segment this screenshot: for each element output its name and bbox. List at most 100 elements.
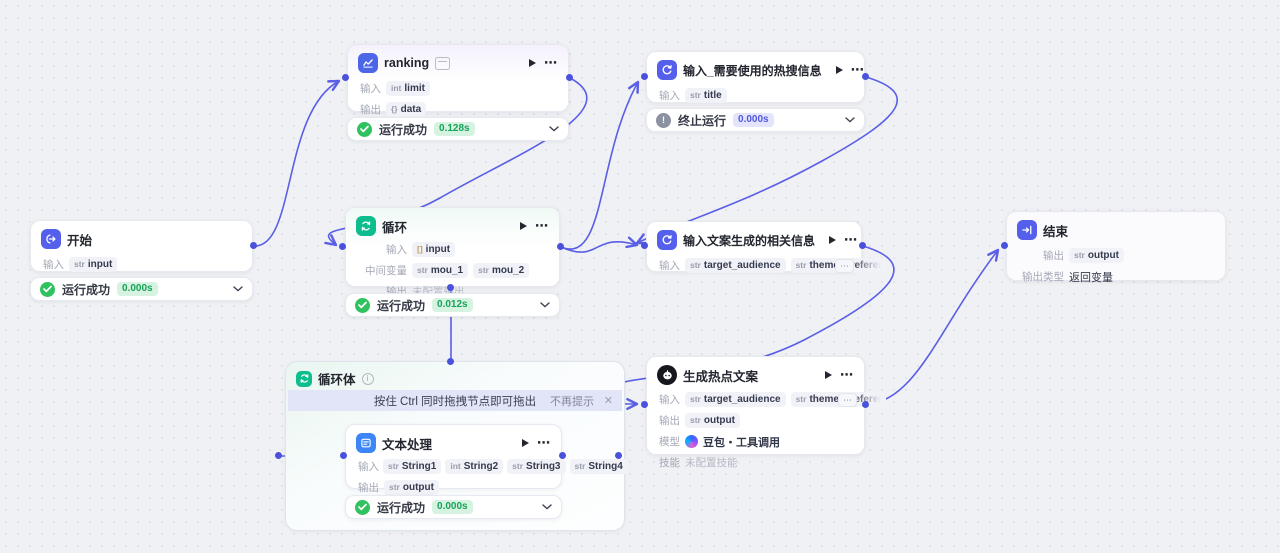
start-status-bar[interactable]: 运行成功 0.000s [30, 277, 253, 301]
port-loopbody-in[interactable] [275, 452, 282, 459]
port-start-out[interactable] [250, 242, 257, 249]
edge-loop-info[interactable] [560, 236, 639, 253]
chevron-down-icon[interactable] [542, 504, 552, 510]
param-name: output [1087, 250, 1119, 261]
port-llm-out[interactable] [862, 401, 869, 408]
port-textproc-out[interactable] [559, 452, 566, 459]
run-node-button[interactable] [827, 234, 838, 246]
param-name: String2 [463, 461, 499, 472]
input-node-icon [657, 60, 677, 80]
run-node-button[interactable] [518, 220, 529, 232]
param-type: [] [417, 244, 423, 254]
port-textproc-in[interactable] [340, 452, 347, 459]
node-menu-button[interactable]: ⋯ [537, 435, 551, 450]
hotsearch-status-bar[interactable]: ! 终止运行 0.000s [646, 108, 865, 132]
edge-start-ranking[interactable] [253, 79, 341, 247]
node-menu-button[interactable]: ⋯ [544, 55, 558, 70]
port-loopbody-top[interactable] [447, 358, 454, 365]
banner-text: 按住 Ctrl 同时拖拽节点即可拖出 [373, 395, 537, 408]
input-node-icon [657, 230, 677, 250]
loop-status-bar[interactable]: 运行成功 0.012s [345, 293, 560, 317]
chevron-down-icon[interactable] [549, 126, 559, 132]
param-type: str [795, 394, 807, 404]
run-node-button[interactable] [527, 57, 538, 69]
chevron-down-icon[interactable] [845, 117, 855, 123]
edge-ranking-loop[interactable] [324, 77, 588, 247]
param-type: str [690, 260, 701, 270]
port-info-out[interactable] [859, 242, 866, 249]
textproc-status-bar[interactable]: 运行成功 0.000s [345, 495, 562, 519]
node-title: 生成热点文案 [683, 369, 759, 384]
param-name: title [703, 90, 722, 101]
param-type: str [1074, 250, 1085, 260]
row-label: 输出类型 [1022, 271, 1064, 283]
port-hotsearch-in[interactable] [641, 73, 648, 80]
param-type: str [512, 461, 524, 471]
param-type: str [574, 461, 586, 471]
ranking-status-bar[interactable]: 运行成功 0.128s [347, 117, 569, 141]
banner-close-icon[interactable]: ✕ [603, 395, 613, 407]
param-name: String3 [526, 461, 561, 472]
chevron-down-icon[interactable] [233, 286, 243, 292]
model-provider-icon [685, 435, 698, 448]
port-ranking-in[interactable] [342, 74, 349, 81]
port-llm-in[interactable] [641, 401, 648, 408]
terminate-icon: ! [656, 112, 671, 128]
banner-dismiss-button[interactable]: 不再提示 [550, 395, 594, 408]
port-loop-out[interactable] [557, 243, 564, 250]
node-menu-button[interactable]: ⋯ [840, 367, 854, 382]
row-label: 输入 [358, 461, 379, 473]
status-label: 运行成功 [377, 298, 426, 313]
row-label: 模型 [659, 436, 680, 448]
row-label: 输入 [659, 260, 680, 272]
row-label: 输出 [358, 482, 379, 494]
param-tag: {}data [386, 102, 427, 117]
chevron-down-icon[interactable] [540, 302, 550, 308]
port-ranking-out[interactable] [566, 74, 573, 81]
param-name: target_audience [703, 394, 781, 405]
param-type: str [417, 265, 428, 275]
llm-node-icon [657, 365, 677, 385]
edge-loop-hotsearch[interactable] [560, 80, 640, 250]
port-loopbody-out[interactable] [615, 452, 622, 459]
node-menu-button[interactable]: ⋯ [844, 232, 859, 247]
port-loop-in[interactable] [339, 243, 346, 250]
port-info-in[interactable] [641, 242, 648, 249]
node-title: 输入_需要使用的热搜信息 [683, 63, 822, 78]
run-node-button[interactable] [834, 64, 845, 76]
param-type: int [450, 461, 461, 471]
edge-llm-end[interactable] [865, 248, 1000, 406]
node-menu-button[interactable]: ⋯ [850, 62, 865, 77]
param-type: str [389, 482, 400, 492]
params-overflow-button[interactable]: ⋯ [838, 392, 857, 407]
node-title: 结束 [1043, 224, 1069, 239]
port-end-in[interactable] [1001, 242, 1008, 249]
param-name: String1 [401, 461, 437, 472]
node-title: 开始 [67, 233, 93, 248]
run-node-button[interactable] [520, 437, 531, 449]
port-loop-bottom[interactable] [447, 284, 454, 291]
port-hotsearch-out[interactable] [862, 73, 869, 80]
row-label: 输入 [659, 90, 680, 102]
status-label: 终止运行 [678, 113, 727, 128]
params-overflow-button[interactable]: ⋯ [835, 258, 854, 273]
param-tag: []input [412, 242, 456, 257]
node-menu-button[interactable]: ⋯ [535, 218, 549, 233]
run-node-button[interactable] [823, 369, 834, 381]
